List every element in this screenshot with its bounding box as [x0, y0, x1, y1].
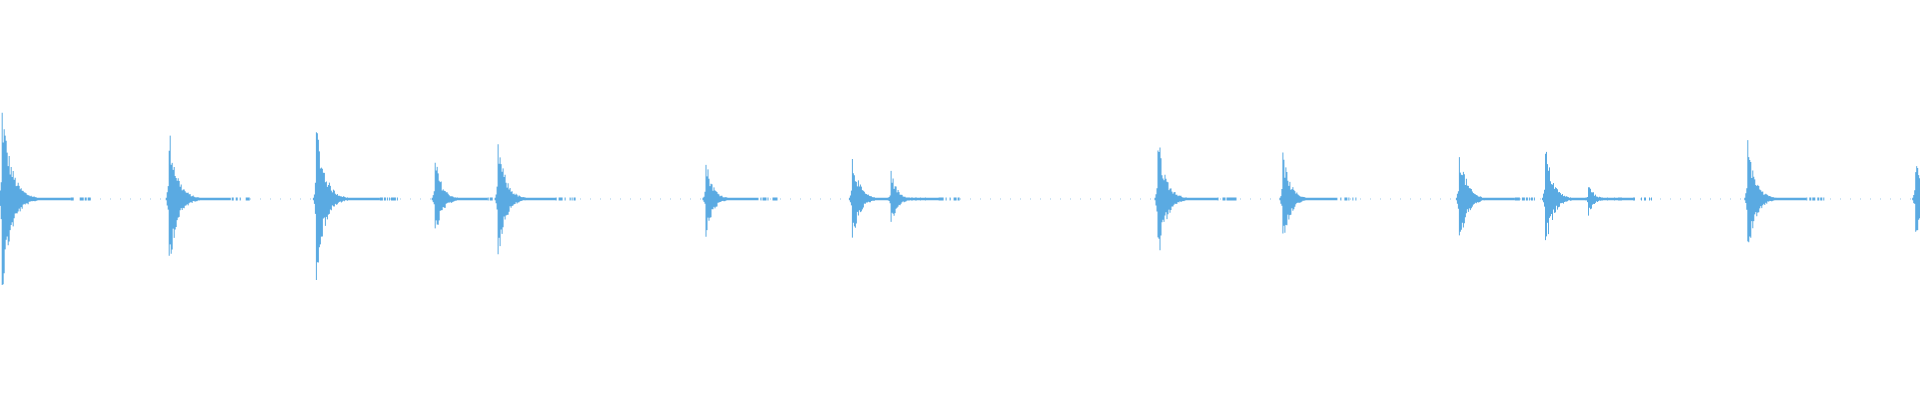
- waveform-transient: [1542, 151, 1622, 241]
- waveform-transient-path: [494, 144, 557, 255]
- waveform-transient: [1455, 157, 1535, 236]
- waveform-transient-path: [1455, 157, 1515, 236]
- waveform-transient: [431, 162, 506, 229]
- waveform-tail: [1514, 197, 1535, 201]
- waveform-tail: [231, 197, 250, 201]
- waveform-tail: [70, 197, 91, 201]
- waveform-transient: [1744, 140, 1825, 243]
- waveform-transient: [1279, 152, 1357, 234]
- waveform-tail: [1217, 197, 1237, 201]
- waveform-transient-path: [1279, 152, 1338, 234]
- waveform-transient: [494, 144, 576, 255]
- waveform-transient-path: [887, 170, 940, 222]
- waveform-tail: [379, 197, 398, 201]
- waveform-transient-path: [431, 162, 488, 229]
- waveform-transient-path: [312, 132, 380, 280]
- waveform-transient-path: [165, 135, 231, 256]
- waveform-transient-path: [0, 112, 71, 285]
- waveform-transient: [312, 132, 398, 280]
- waveform-tail: [760, 197, 778, 201]
- waveform-transient: [1912, 166, 1920, 232]
- waveform-transient-path: [1585, 187, 1633, 216]
- waveform-tail: [555, 197, 576, 201]
- waveform-peaks: [0, 112, 1920, 285]
- waveform-tail: [1340, 197, 1357, 201]
- waveform-transient-path: [1744, 140, 1807, 243]
- waveform-transient: [0, 112, 91, 285]
- waveform-tail: [938, 197, 960, 201]
- waveform-transient: [1585, 187, 1652, 216]
- waveform-transient-path: [1912, 166, 1920, 232]
- waveform-tail: [1633, 197, 1652, 201]
- waveform-tail: [1806, 197, 1825, 201]
- waveform-transient: [165, 135, 250, 256]
- waveform-transient-path: [1154, 147, 1218, 251]
- waveform-transient-path: [702, 164, 759, 237]
- waveform-transient: [887, 170, 960, 222]
- waveform-transient: [1154, 147, 1237, 251]
- waveform-transient: [702, 164, 778, 237]
